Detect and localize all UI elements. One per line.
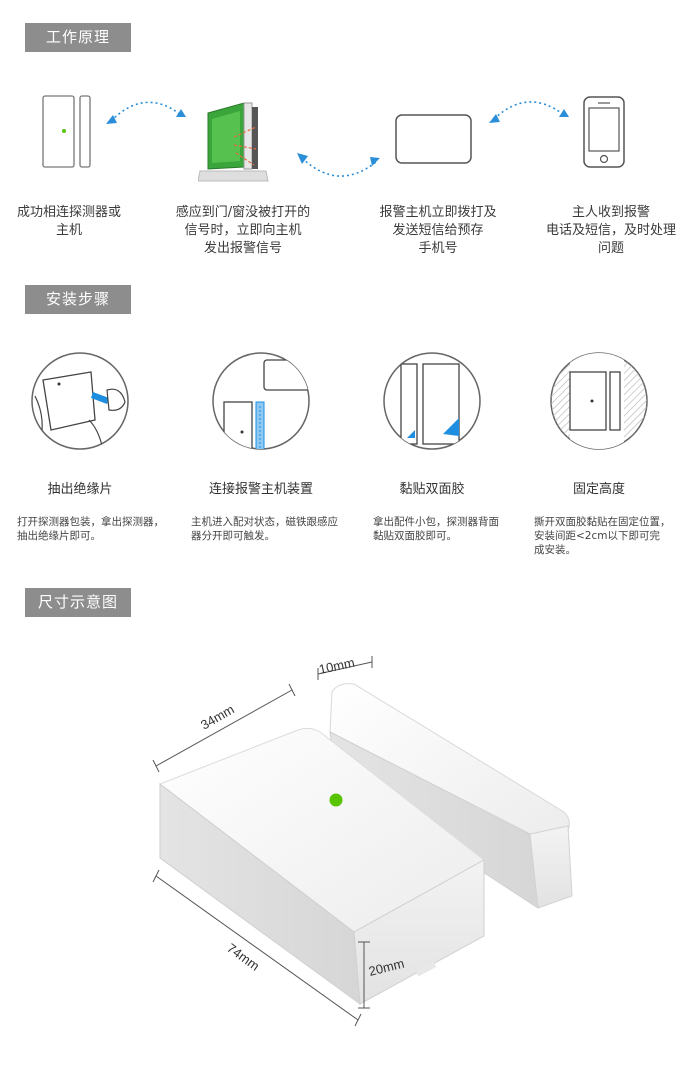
dimension-label-10mm: 10mm [318,655,356,677]
sensor-body [158,727,485,1006]
step-title-1: 抽出绝缘片 [47,482,113,497]
principle-caption-1: 成功相连探测器或 主机 [16,205,121,238]
signal-arrow-icon [297,153,380,177]
step-desc-1: 打开探测器包装，拿出探测器， 抽出绝缘片即可。 [17,516,164,542]
step-fix-height-icon [550,352,648,450]
dimension-label-34mm: 34mm [198,702,237,733]
section-tag-size: 尺寸示意图 [25,588,131,617]
step-pull-tab-icon [31,352,129,450]
section-tag-install: 安装步骤 [25,285,131,314]
dimension-diagram: 10mm 34mm 74mm 20mm [152,655,573,1027]
step-connect-host-icon [212,352,310,450]
dimension-label-74mm: 74mm [224,940,262,973]
principle-caption-4: 主人收到报警 电话及短信，及时处理 问题 [545,205,676,256]
sensor-triggered-icon [198,102,269,182]
led-indicator [329,793,343,807]
step-desc-2: 主机进入配对状态，磁铁跟感应 器分开即可触发。 [191,516,338,542]
section-tag-principle: 工作原理 [25,23,131,52]
step-desc-4: 撕开双面胶黏贴在固定位置， 安装间距<2cm以下即可完 成安装。 [534,516,671,556]
step-title-3: 黏贴双面胶 [399,482,465,497]
step-desc-3: 拿出配件小包，探测器背面 黏贴双面胶即可。 [373,516,499,542]
magnet-body [329,683,573,909]
principle-caption-2: 感应到门/窗没被打开的 信号时，立即向主机 发出报警信号 [175,205,311,256]
signal-arrow-icon [106,101,186,124]
alarm-host-icon [395,114,472,164]
door-sensor-icon [42,95,91,168]
principle-caption-3: 报警主机立即拨打及 发送短信给预存 手机号 [379,205,497,256]
signal-arrow-icon [489,101,569,123]
step-stick-tape-icon [383,352,481,450]
step-title-4: 固定高度 [572,482,625,497]
phone-icon [583,96,625,168]
step-title-2: 连接报警主机装置 [208,482,313,497]
